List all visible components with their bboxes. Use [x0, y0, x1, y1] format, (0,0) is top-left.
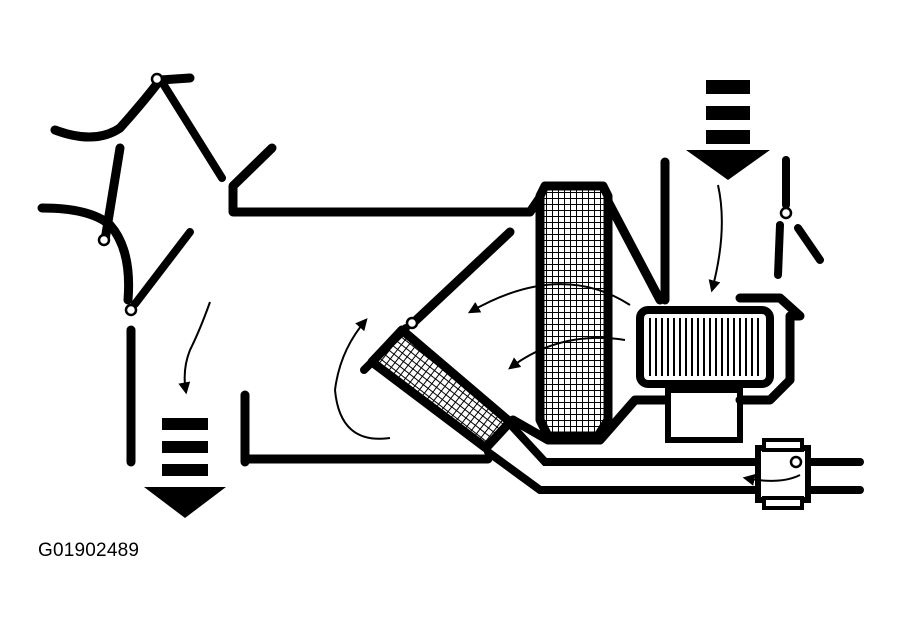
- heater-core: [367, 325, 515, 453]
- blend-door: [360, 316, 419, 374]
- fresh-air-inlet-arrow: [686, 80, 770, 180]
- blower-wheel: [636, 306, 774, 388]
- vent-door-pivot: [97, 233, 111, 247]
- blower-scroll: [660, 157, 805, 405]
- defrost-door: [150, 72, 226, 182]
- evaporator-core: [535, 181, 613, 441]
- blower-motor: [665, 387, 743, 443]
- figure-code: G01902489: [38, 540, 140, 561]
- vent-duct: [37, 143, 134, 305]
- floor-outlet-arrow: [144, 301, 226, 518]
- heater-hoses: [484, 420, 864, 494]
- recirc-door: [774, 156, 824, 279]
- water-valve: [742, 438, 811, 510]
- floor-door: [124, 228, 194, 467]
- airflow-arrows: [333, 184, 723, 440]
- housing-bottom: [508, 395, 670, 445]
